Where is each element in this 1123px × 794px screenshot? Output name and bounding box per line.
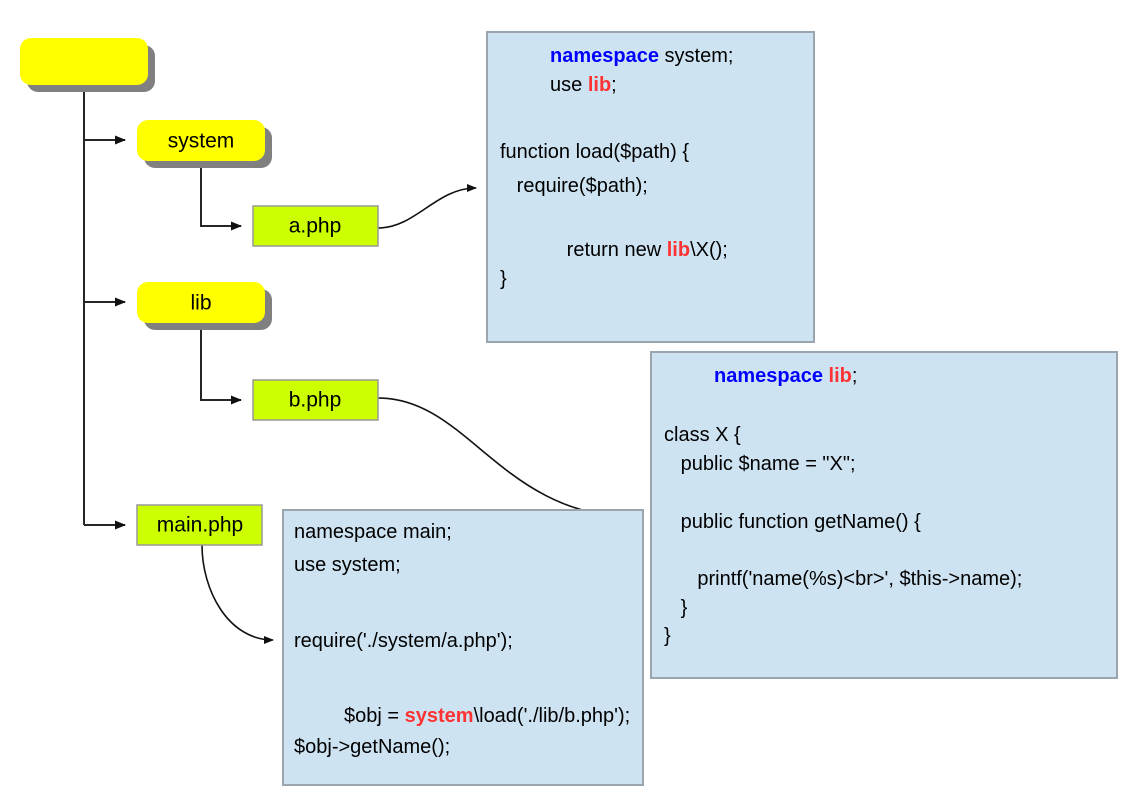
node-main-php[interactable]: main.php [136,504,263,546]
code-b-line-2: class X { [664,424,741,446]
code-a-return-tail: \X(); [690,239,728,261]
node-main-php-label: main.php [157,514,243,537]
code-a-use-semi: ; [611,74,617,96]
code-a-line-1: use lib; [500,74,656,96]
node-lib[interactable]: lib [137,282,272,330]
code-main-obj: $obj = [344,705,405,727]
edge-aphp-to-code-a [377,184,477,229]
node-system[interactable]: system [137,120,272,168]
code-block-b-php-bg [650,351,1118,679]
code-a-line-7: } [500,268,507,290]
code-main-line-4: require('./system/a.php'); [294,630,513,652]
node-b-php-box [252,379,379,421]
code-b-line-8: } [664,597,688,619]
code-a-line-3: function load($path) { [500,141,689,163]
code-b-line-3: public $name = "X"; [664,453,856,475]
code-block-b-php: namespace lib; class X { public $name = … [650,351,1118,679]
node-system-box [137,120,265,161]
code-b-kw-namespace: namespace [714,365,823,387]
code-block-main-php-bg [282,509,644,786]
code-main-line-8: $obj->getName(); [294,736,450,758]
node-root-box [20,38,148,85]
code-a-kw-namespace: namespace [550,45,659,67]
code-a-return: return new [550,239,667,261]
code-main-line-0: namespace main; [294,521,452,543]
code-b-line-9: } [664,625,671,647]
code-main-line-1: use system; [294,554,401,576]
code-main-line-7: $obj = system\load('./lib/b.php'); [294,705,669,727]
node-main-php-box [136,504,263,546]
code-a-return-lib: lib [667,239,690,261]
code-a-line-6: return new lib\X(); [500,239,767,261]
code-block-a-php-bg [486,31,815,343]
edge-mainphp-to-code-main [201,544,274,644]
edge-bphp-to-code-b [377,397,642,522]
code-main-system: system [405,705,474,727]
node-root[interactable] [20,38,155,92]
code-b-line-7: printf('name(%s)<br>', $this->name); [664,568,1022,590]
code-a-use-target: lib [588,74,611,96]
tree-edges [83,85,242,530]
code-b-ns-name: lib [829,365,852,387]
code-main-load: \load('./lib/b.php'); [474,705,631,727]
node-a-php-label: a.php [289,215,342,238]
node-a-php-box [252,205,379,247]
node-lib-label: lib [190,292,211,315]
code-a-line-4: require($path); [500,175,648,197]
code-block-main-php: namespace main; use system; require('./s… [282,509,669,786]
code-block-a-php: namespace system; use lib; function load… [486,31,815,343]
code-a-line-0: namespace system; [500,45,772,67]
edge-lib-bphp [200,322,242,405]
node-b-php-label: b.php [289,389,342,412]
code-b-line-5: public function getName() { [664,511,921,533]
edge-system-aphp [200,160,242,231]
node-b-php[interactable]: b.php [252,379,379,421]
code-b-line-0: namespace lib; [664,365,896,387]
code-a-use: use [550,74,588,96]
code-b-ns-semi: ; [852,365,858,387]
code-a-ns-name: system; [659,45,733,67]
node-a-php[interactable]: a.php [252,205,379,247]
node-lib-box [137,282,265,323]
node-system-label: system [168,130,235,153]
